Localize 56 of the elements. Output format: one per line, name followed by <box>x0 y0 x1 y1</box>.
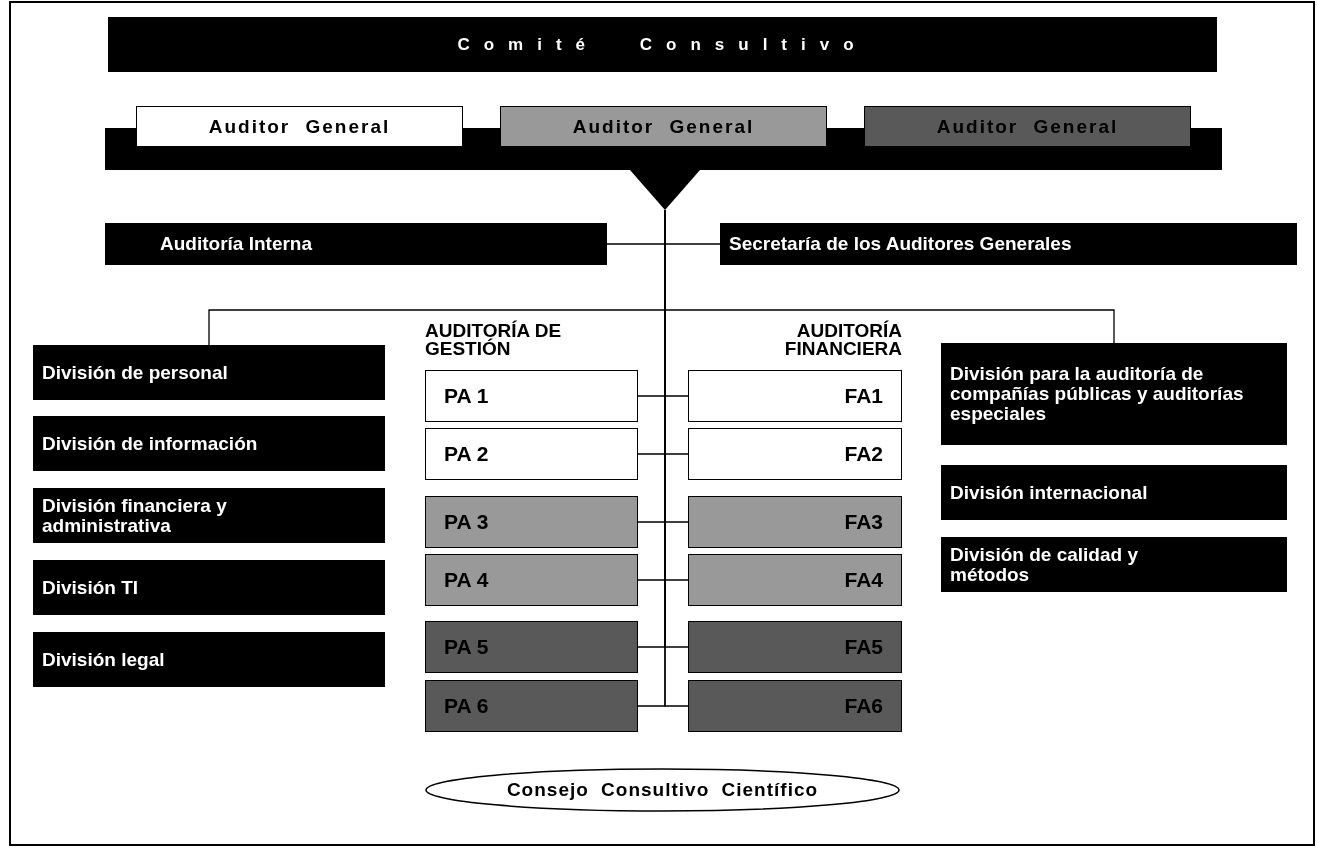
division-box <box>941 343 1287 445</box>
box-label: División internacional <box>950 482 1148 503</box>
box-label: FA4 <box>844 568 883 591</box>
box-label: FA3 <box>844 510 883 533</box>
audit-box <box>425 370 638 422</box>
audit-box <box>425 554 638 606</box>
division-box <box>33 416 385 471</box>
column-heading: AUDITORÍA DE GESTIÓN <box>425 322 563 359</box>
division-box <box>720 223 1297 265</box>
box-label: División para la auditoría de compañías públicas y auditorías especiales <box>950 364 1245 424</box>
audit-box <box>688 496 902 548</box>
audit-box <box>688 370 902 422</box>
audit-box <box>688 428 902 480</box>
audit-box <box>425 621 638 673</box>
box-label: PA 6 <box>444 694 489 717</box>
audit-box <box>425 496 638 548</box>
division-box <box>33 560 385 615</box>
auditor-box <box>864 106 1191 147</box>
audit-box <box>688 680 902 732</box>
division-box <box>33 345 385 400</box>
box-label: División de información <box>42 433 258 454</box>
committee-title: Comité Consultivo <box>457 35 868 54</box>
column-heading: AUDITORÍA FINANCIERA <box>783 322 902 359</box>
box-label: PA 4 <box>444 568 489 591</box>
box-label: PA 3 <box>444 510 489 533</box>
audit-box <box>425 680 638 732</box>
audit-box <box>425 428 638 480</box>
box-label: PA 1 <box>444 384 489 407</box>
box-label: FA5 <box>844 635 883 658</box>
division-box <box>941 537 1287 592</box>
division-box <box>33 488 385 543</box>
audit-box <box>688 554 902 606</box>
box-label: PA 2 <box>444 442 489 465</box>
box-label: División TI <box>42 577 139 598</box>
audit-box <box>688 621 902 673</box>
box-label: FA6 <box>844 694 883 717</box>
committee-bar <box>108 17 1217 72</box>
council-ellipse <box>425 768 900 812</box>
box-label: Auditor General <box>936 116 1119 137</box>
box-label: División legal <box>42 649 165 670</box>
box-label: Auditor General <box>572 116 755 137</box>
box-label: Auditor General <box>208 116 391 137</box>
box-label: División financiera y administrativa <box>42 495 228 536</box>
box-label: Auditoría Interna <box>160 234 312 254</box>
box-label: División de personal <box>42 362 228 383</box>
division-box <box>33 632 385 687</box>
auditor-box <box>500 106 827 147</box>
auditor-box <box>136 106 463 147</box>
box-label: PA 5 <box>444 635 489 658</box>
division-box <box>941 465 1287 520</box>
box-label: Consejo Consultivo Científico <box>506 780 819 800</box>
box-label: División de calidad y métodos <box>950 544 1139 585</box>
box-label: FA2 <box>844 442 883 465</box>
box-label: FA1 <box>844 384 883 407</box>
box-label: Secretaría de los Auditores Generales <box>729 234 1072 254</box>
unit-box <box>105 223 607 265</box>
